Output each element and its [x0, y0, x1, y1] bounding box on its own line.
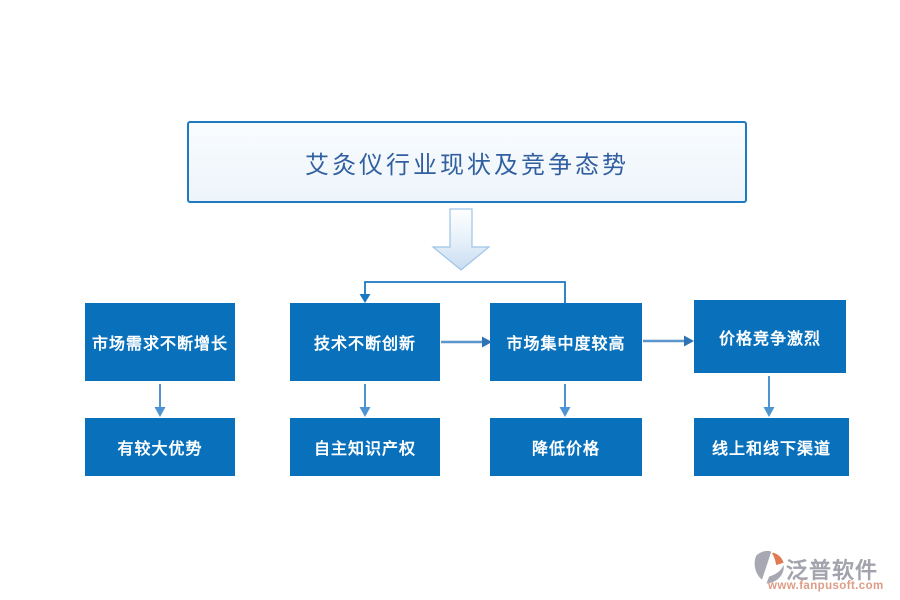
arrow-col2-down-head: [359, 407, 371, 417]
down-arrow-shape: [431, 208, 491, 271]
node-lower-price: 降低价格: [490, 418, 642, 476]
node-market-demand: 市场需求不断增长: [85, 303, 235, 381]
arrow-col1-down-head: [154, 407, 166, 417]
arrow-col4-down-head: [763, 407, 775, 417]
arrow-concentration-to-price-head: [684, 335, 694, 347]
brand-name: 泛普软件: [786, 558, 879, 583]
brand-watermark: 泛普软件 www.fanpusoft.com: [748, 547, 898, 597]
branch-arrowhead: [359, 294, 371, 303]
title-box: 艾灸仪行业现状及竞争态势: [187, 121, 747, 203]
diagram-title: 艾灸仪行业现状及竞争态势: [305, 152, 629, 179]
node-market-concentration: 市场集中度较高: [490, 303, 642, 381]
node-intellectual-property: 自主知识产权: [290, 418, 440, 476]
fanpu-logo-icon: [754, 550, 784, 584]
brand-url: www.fanpusoft.com: [768, 580, 884, 592]
node-tech-innovation: 技术不断创新: [290, 303, 440, 381]
arrow-col3-down-head: [559, 407, 571, 417]
node-price-competition: 价格竞争激烈: [694, 300, 846, 373]
branch-connector: [364, 281, 566, 303]
node-online-offline-channels: 线上和线下渠道: [694, 418, 849, 476]
node-big-advantage: 有较大优势: [85, 418, 235, 476]
